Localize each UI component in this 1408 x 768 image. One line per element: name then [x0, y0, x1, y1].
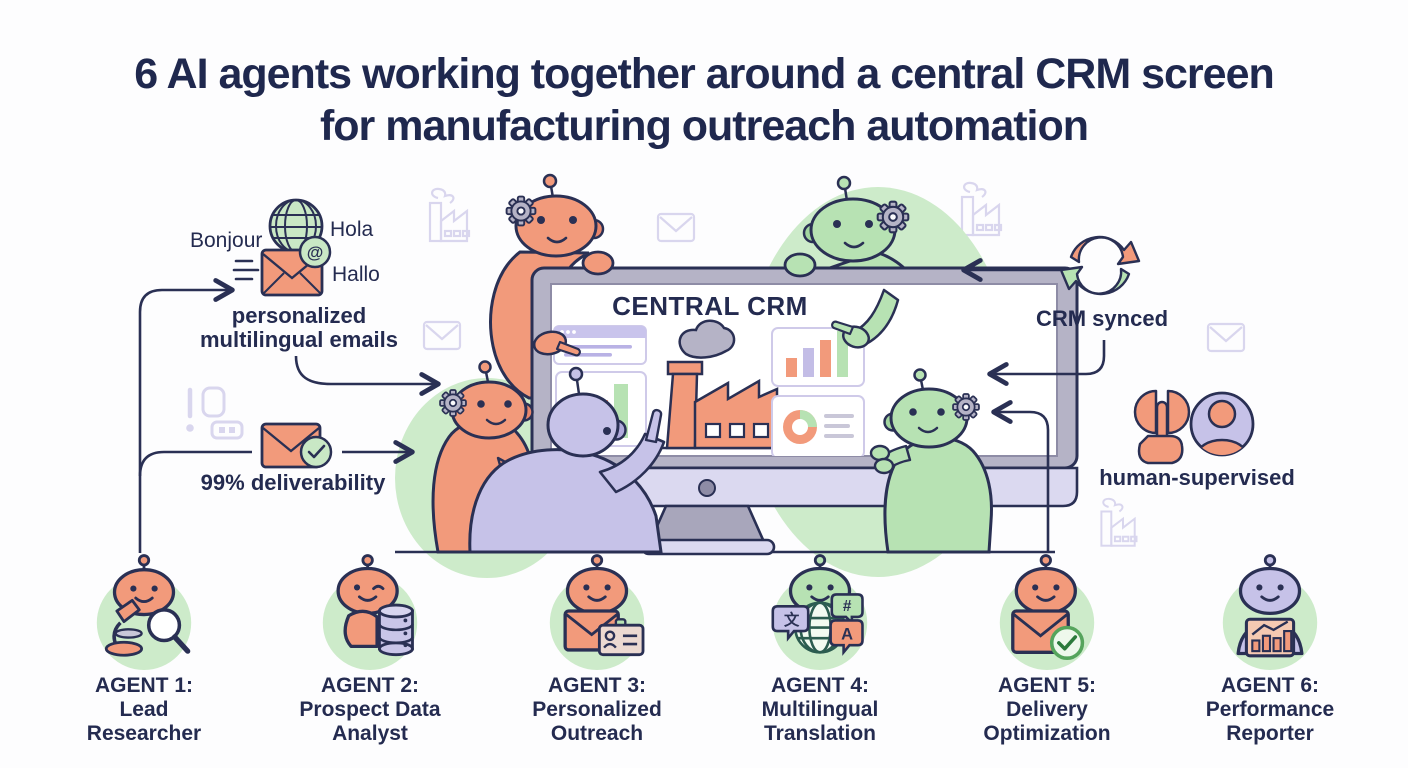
agent-card-4: 文 # A AGENT 4: Multilingual Translation — [720, 552, 920, 746]
central-crm-screen — [553, 319, 865, 456]
sync-icon — [1059, 235, 1141, 296]
robot-hand — [783, 252, 817, 278]
agent-title: AGENT 2: — [320, 674, 419, 697]
agent-3-icon — [549, 554, 645, 670]
agent-role: Multilingual Translation — [761, 698, 879, 745]
database-icon — [378, 603, 414, 657]
agent-role: Performance Reporter — [1205, 698, 1335, 745]
crm-synced-label: CRM synced — [1035, 306, 1169, 331]
greeting-hola: Hola — [330, 218, 374, 241]
agent-6-icon — [1222, 554, 1318, 670]
speech-bubble-zh: 文 — [771, 604, 810, 642]
factory-icon — [662, 319, 790, 450]
latin-glyph: A — [841, 625, 853, 643]
hash-glyph: # — [843, 598, 852, 615]
greeting-hallo: Hallo — [332, 263, 380, 286]
agent-title: AGENT 5: — [997, 674, 1096, 697]
robot-pointing-hand — [532, 330, 581, 357]
agent-card-2: AGENT 2: Prospect Data Analyst — [270, 552, 470, 746]
person-avatar-icon — [1189, 391, 1255, 457]
smoke-icon — [678, 319, 736, 359]
at-badge-icon: @ — [298, 235, 332, 269]
email-check-icon — [260, 422, 333, 469]
robot-lavender-center — [468, 366, 666, 554]
alert-outline-icon — [186, 386, 244, 440]
flow-arrows — [138, 258, 1106, 553]
zh-glyph: 文 — [784, 611, 800, 629]
monitor-stand — [647, 504, 767, 544]
agent-2-icon — [322, 554, 418, 670]
greeting-bonjour: Bonjour — [190, 229, 263, 252]
agent-role: Prospect Data Analyst — [299, 698, 441, 745]
agent-title: AGENT 1: — [94, 674, 193, 697]
agent-title: AGENT 4: — [770, 674, 869, 697]
click-hand-icon — [1133, 389, 1191, 465]
id-card-icon — [597, 618, 645, 657]
central-crm-title: CENTRAL CRM — [612, 291, 808, 321]
chart-panel-icon — [1244, 617, 1296, 658]
speed-lines-icon — [232, 259, 260, 281]
arrow-synced-to-robot — [987, 340, 1106, 386]
agent-2-label: AGENT 2: Prospect Data Analyst — [270, 674, 470, 746]
robot-pointing-hand — [831, 288, 900, 349]
agent-title: AGENT 6: — [1220, 674, 1319, 697]
agent-4-label: AGENT 4: Multilingual Translation — [720, 674, 920, 746]
agent-1-icon — [96, 554, 192, 670]
robot-hand — [581, 250, 615, 276]
donut-chart-icon — [771, 395, 865, 456]
agent-card-1: AGENT 1: Lead Researcher — [44, 552, 244, 746]
agent-3-label: AGENT 3: Personalized Outreach — [497, 674, 697, 746]
envelope-check-icon — [1011, 609, 1085, 660]
agent-5-label: AGENT 5: Delivery Optimization — [947, 674, 1147, 746]
agent-title: AGENT 3: — [547, 674, 646, 697]
agent-role: Lead Researcher — [86, 698, 202, 745]
microscope-icon — [104, 598, 144, 657]
arrow-agent5-to-robot — [991, 400, 1050, 552]
agent-card-5: AGENT 5: Delivery Optimization — [947, 552, 1147, 746]
agent-role: Personalized Outreach — [532, 698, 662, 745]
speech-bubble-a: A — [829, 619, 864, 656]
agent-card-3: AGENT 3: Personalized Outreach — [497, 552, 697, 746]
agent-card-6: AGENT 6: Performance Reporter — [1170, 552, 1370, 746]
multilingual-emails-label: personalized multilingual emails — [199, 303, 399, 353]
robot-green-right — [869, 368, 993, 554]
arrow-multilingual-to-crm — [294, 355, 441, 396]
agent-5-icon — [999, 554, 1095, 670]
deliverability-label: 99% deliverability — [200, 470, 386, 495]
line-to-deliverability — [138, 450, 252, 477]
arrow-to-multilingual — [138, 278, 235, 553]
human-supervised-label: human-supervised — [1099, 465, 1295, 490]
agent-6-label: AGENT 6: Performance Reporter — [1170, 674, 1370, 746]
agent-1-label: AGENT 1: Lead Researcher — [44, 674, 244, 746]
agent-role: Delivery Optimization — [983, 698, 1111, 745]
at-symbol: @ — [307, 243, 324, 262]
bar-chart-icon — [771, 327, 865, 387]
agent-4-icon: 文 # A — [771, 554, 868, 670]
page-title: 6 AI agents working together around a ce… — [134, 50, 1275, 151]
magnifier-icon — [146, 608, 191, 654]
